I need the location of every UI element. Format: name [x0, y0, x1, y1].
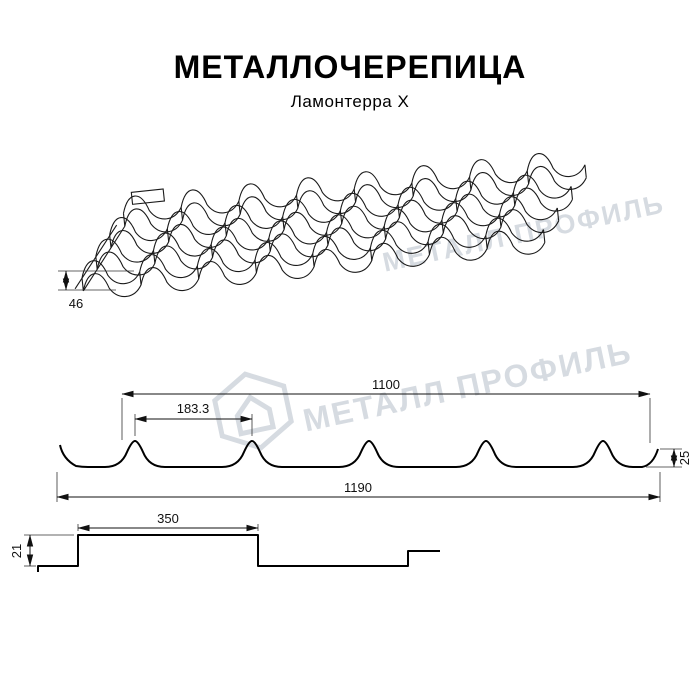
dim-label-183-3: 183.3	[177, 401, 210, 416]
roof-left-edge-board	[74, 224, 118, 290]
roof-left-edge	[82, 225, 126, 292]
roof-row	[79, 213, 547, 302]
roof-row	[121, 148, 588, 237]
dim-label-46: 46	[69, 296, 83, 311]
header: МЕТАЛЛОЧЕРЕПИЦА Ламонтерра X	[0, 49, 700, 112]
perspective-view	[74, 148, 588, 302]
roof-batten	[130, 188, 166, 205]
cross-section-profile	[59, 440, 659, 468]
dim-label-21: 21	[9, 544, 24, 558]
step-profile-view: 350 21	[9, 511, 440, 572]
logo-hexagon	[212, 371, 294, 451]
page-title: МЕТАЛЛОЧЕРЕПИЦА	[173, 49, 527, 85]
dim-eave-height: 46	[58, 270, 134, 311]
roof-row	[107, 169, 575, 259]
page-subtitle: Ламонтерра X	[290, 92, 410, 112]
dim-label-1190: 1190	[344, 480, 372, 495]
dim-label-1100: 1100	[372, 377, 400, 392]
dim-label-25: 25	[677, 451, 692, 465]
dim-label-350: 350	[157, 511, 179, 526]
step-profile-path	[37, 534, 440, 572]
roof-row	[93, 191, 561, 280]
cross-section-view: 1100 183.3 25 1190	[56, 377, 692, 502]
